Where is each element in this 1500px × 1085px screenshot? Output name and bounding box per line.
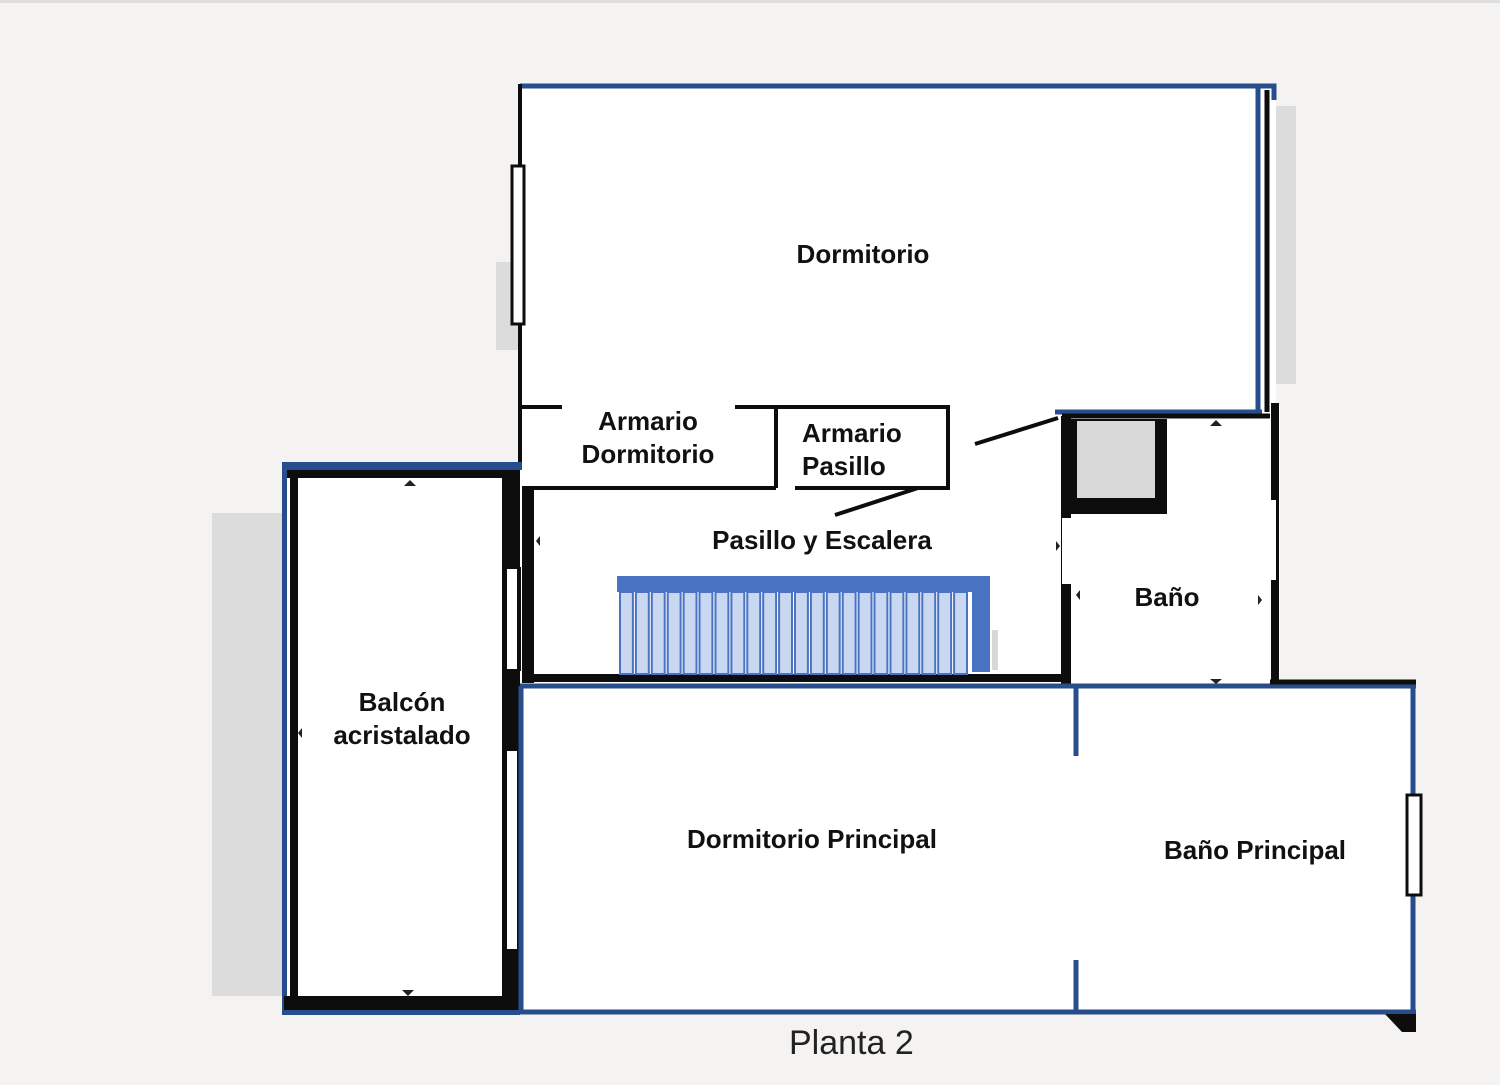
wall-corner <box>1385 1014 1416 1032</box>
stair-step <box>841 591 857 675</box>
label-armario-pasillo: Armario Pasillo <box>802 417 942 483</box>
label-dormitorio: Dormitorio <box>763 238 963 271</box>
stair-step <box>921 591 937 675</box>
shadow-balcony <box>212 513 282 996</box>
stair-step <box>905 591 921 675</box>
stair-step <box>825 591 841 675</box>
window-bano <box>1266 500 1276 580</box>
label-pasillo-escalera: Pasillo y Escalera <box>692 524 952 557</box>
stair-step <box>809 591 825 675</box>
stair-step <box>857 591 873 675</box>
wall-pasillo-left <box>522 488 534 683</box>
fill-dormitorio <box>520 86 1276 416</box>
label-armario-pasillo-line2: Pasillo <box>802 451 886 481</box>
stair-step <box>937 591 953 675</box>
wall-dormitorio <box>520 83 1277 415</box>
label-armario-dormitorio-line2: Dormitorio <box>581 439 715 469</box>
stair-step <box>873 591 889 675</box>
label-bano-text: Baño <box>1134 582 1200 612</box>
fill-principal <box>520 686 1414 1012</box>
stair-step <box>682 591 698 675</box>
stair-step <box>953 591 968 675</box>
floor-caption: Planta 2 <box>789 1024 914 1062</box>
label-dormitorio-text: Dormitorio <box>796 239 930 269</box>
window-dormitorio <box>510 164 526 326</box>
label-bano-principal-text: Baño Principal <box>1163 835 1347 865</box>
label-armario-pasillo-line1: Armario <box>802 418 902 448</box>
arrow-markers <box>298 420 1262 996</box>
stair-step <box>650 591 666 675</box>
wall-balcon <box>282 462 522 1015</box>
label-pasillo-escalera-text: Pasillo y Escalera <box>712 525 932 555</box>
label-balcon: Balcón acristalado <box>312 686 492 752</box>
top-border <box>0 0 1500 3</box>
stair-step <box>666 591 682 675</box>
door-bano <box>1062 518 1072 584</box>
label-dormitorio-principal-text: Dormitorio Principal <box>687 824 937 854</box>
stair-step <box>730 591 746 675</box>
label-balcon-line1: Balcón <box>358 687 446 717</box>
stair-step <box>714 591 730 675</box>
shadow-right <box>1274 106 1296 384</box>
label-bano-principal: Baño Principal <box>1145 834 1365 867</box>
stair-step <box>794 591 809 675</box>
stair-step <box>698 591 714 675</box>
label-armario-dormitorio: Armario Dormitorio <box>558 405 738 471</box>
stair-step <box>746 591 762 675</box>
label-balcon-line2: acristalado <box>333 720 471 750</box>
window-bano-principal <box>1405 793 1423 897</box>
stair-step <box>762 591 778 675</box>
stair-step <box>889 591 905 675</box>
stair-step <box>619 591 634 675</box>
fill-balcon <box>284 466 520 1012</box>
stair-step <box>634 591 650 675</box>
staircase <box>617 576 998 675</box>
label-dormitorio-principal: Dormitorio Principal <box>662 823 962 856</box>
shaft <box>1077 421 1155 498</box>
wardrobe-walls <box>522 405 1059 517</box>
stair-step <box>778 591 793 675</box>
label-bano: Baño <box>1117 581 1217 614</box>
label-armario-dormitorio-line1: Armario <box>598 406 698 436</box>
